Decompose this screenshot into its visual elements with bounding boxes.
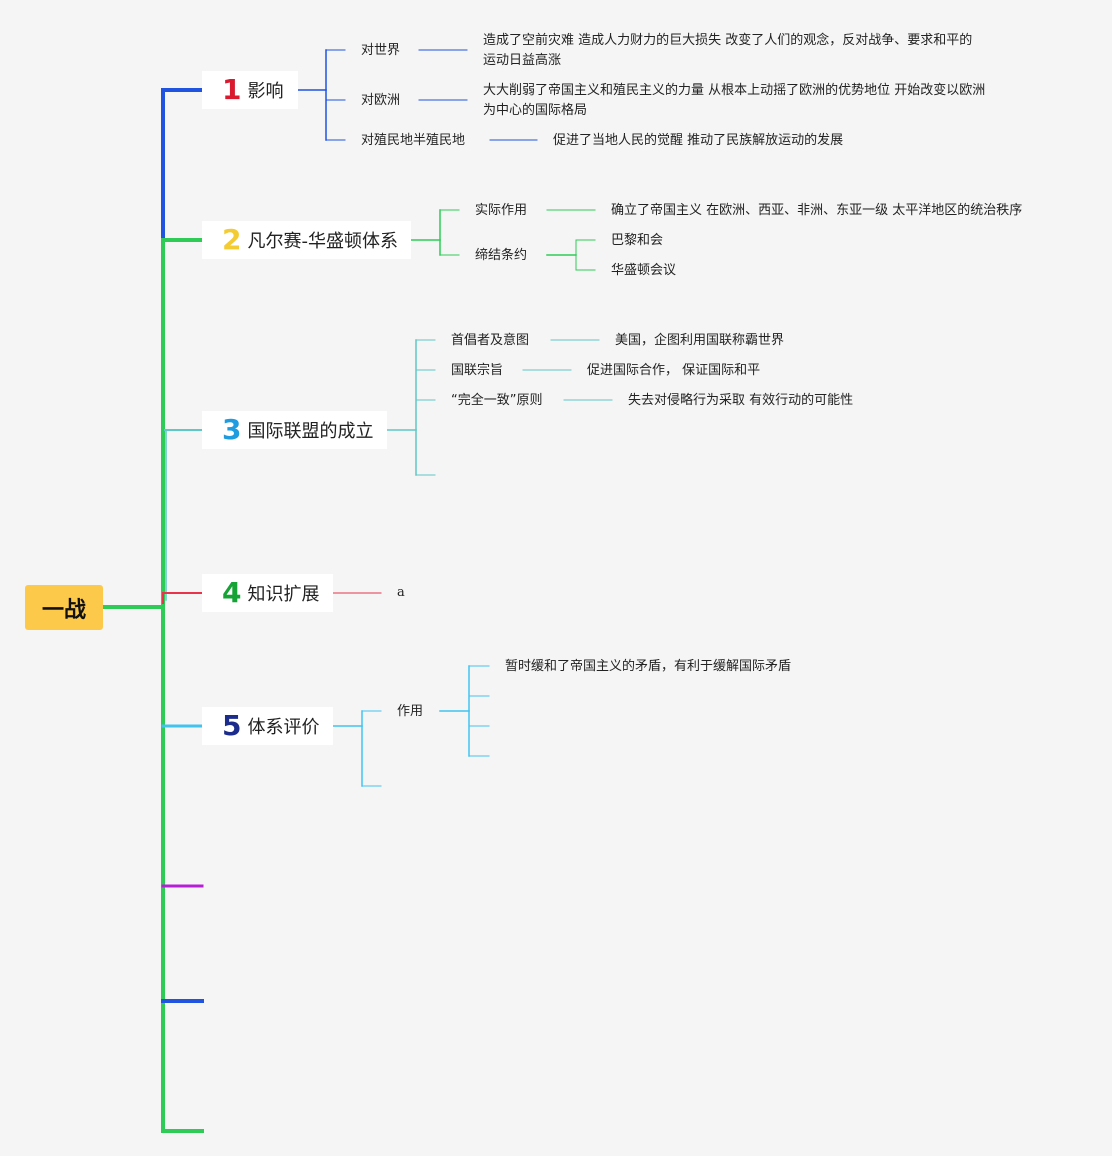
b1-child-1-detail: 造成了空前灾难 造成人力财力的巨大损失 改变了人们的观念，反对战争、要求和平的 … — [483, 33, 973, 68]
b1-child-3-detail: 促进了当地人民的觉醒 推动了民族解放运动的发展 — [553, 133, 844, 148]
branch-4-label: 知识扩展 — [247, 584, 320, 605]
b2-child-1-label[interactable]: 实际作用 — [475, 203, 528, 218]
b3-child-3-label[interactable]: “完全一致”原则 — [451, 393, 543, 408]
b1-child-1-label[interactable]: 对世界 — [361, 43, 401, 58]
b3-child-3-detail: 失去对侵略行为采取 有效行动的可能性 — [628, 393, 854, 408]
b1-child-3-label[interactable]: 对殖民地半殖民地 — [361, 133, 466, 148]
b3-child-1-label[interactable]: 首倡者及意图 — [451, 333, 530, 348]
branch-2-number: 2 — [222, 223, 242, 256]
branch-1-node[interactable]: 1 影响 — [202, 71, 298, 109]
connector-7 — [162, 592, 202, 604]
branch-5-number: 5 — [222, 709, 242, 742]
b3-child-1-detail: 美国，企图利用国联称霸世界 — [615, 333, 785, 348]
root-label: 一战 — [41, 597, 86, 623]
branch-4-number: 4 — [222, 576, 242, 609]
b2-child-2-sub-2: 华盛顿会议 — [611, 263, 677, 278]
branch-3-node[interactable]: 3 国际联盟的成立 — [202, 411, 387, 449]
b1-child-2-detail: 大大削弱了帝国主义和殖民主义的力量 从根本上动摇了欧洲的优势地位 开始改变以欧洲… — [483, 83, 986, 118]
b2-child-1-detail: 确立了帝国主义 在欧洲、西亚、非洲、东亚一级 太平洋地区的统治秩序 — [611, 203, 1023, 218]
b2-child-2-label[interactable]: 缔结条约 — [475, 248, 528, 263]
root-node[interactable]: 一战 — [25, 585, 103, 630]
branch-1-label: 影响 — [247, 81, 284, 102]
b3-child-2-detail: 促进国际合作， 保证国际和平 — [587, 363, 761, 378]
b3-child-2-label[interactable]: 国联宗旨 — [451, 363, 504, 378]
b5-child-1-sub-1: 暂时缓和了帝国主义的矛盾，有利于缓解国际矛盾 — [505, 659, 792, 674]
branch-2-node[interactable]: 2 凡尔赛-华盛顿体系 — [202, 221, 411, 259]
b1-child-2-label[interactable]: 对欧洲 — [361, 93, 401, 108]
branch-1-number: 1 — [222, 73, 242, 106]
branch-5-label: 体系评价 — [247, 717, 320, 738]
b4-child-1-label[interactable]: a — [397, 585, 405, 600]
branch-3-label: 国际联盟的成立 — [247, 421, 374, 442]
b2-child-2-sub-1: 巴黎和会 — [611, 233, 664, 248]
branch-3-number: 3 — [222, 413, 242, 446]
branch-5-node[interactable]: 5 体系评价 — [202, 707, 333, 745]
branch-4-node[interactable]: 4 知识扩展 — [202, 574, 333, 612]
b5-child-1-label[interactable]: 作用 — [397, 704, 424, 719]
branch-2-label: 凡尔赛-华盛顿体系 — [247, 231, 398, 252]
